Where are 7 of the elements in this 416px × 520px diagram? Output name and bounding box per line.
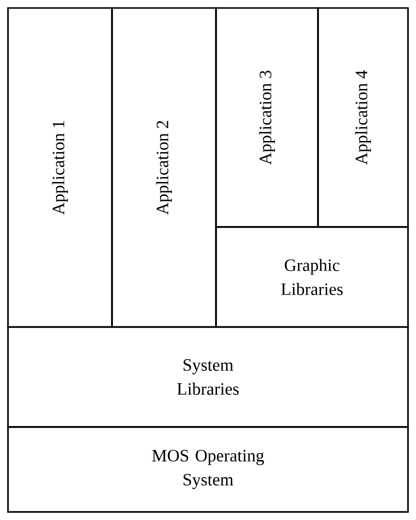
layer-box: System Libraries	[7, 326, 409, 428]
layer-box: Graphic Libraries	[215, 226, 409, 328]
layer-box: Application 1	[7, 7, 113, 328]
layer-box: MOS Operating System	[7, 426, 409, 513]
layer-box: Application 3	[215, 7, 319, 228]
layer-box: Application 4	[317, 7, 409, 228]
layer-box: Application 2	[111, 7, 217, 328]
